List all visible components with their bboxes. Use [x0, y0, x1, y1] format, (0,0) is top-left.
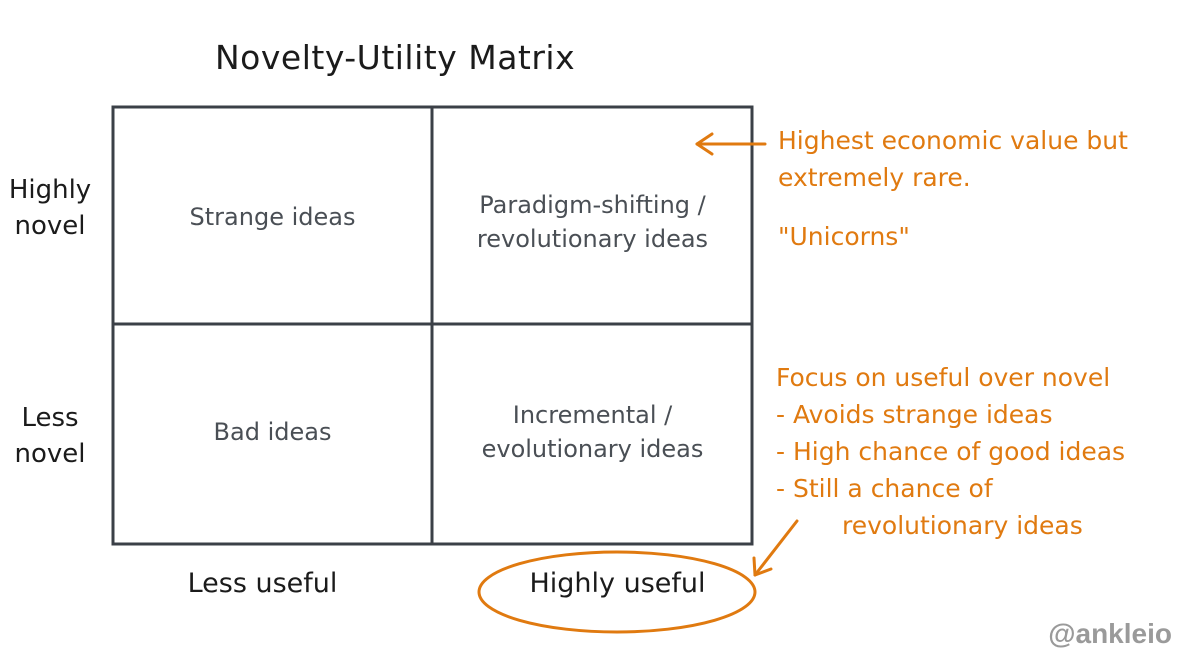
quadrant-evolutionary-ideas-line1: Incremental / — [512, 401, 673, 429]
row-label-less-novel: Less novel — [0, 400, 100, 472]
quadrant-bad-ideas: Bad ideas — [120, 415, 425, 449]
arrow-to-top-right-icon — [695, 132, 767, 156]
quadrant-evolutionary-ideas: Incremental / evolutionary ideas — [440, 398, 745, 466]
row-label-less-novel-line1: Less — [21, 403, 79, 433]
column-label-less-useful: Less useful — [187, 568, 338, 599]
annotation-top-line2: extremely rare. — [778, 163, 971, 192]
quadrant-revolutionary-ideas-line2: revolutionary ideas — [476, 225, 709, 253]
annotation-top: Highest economic value but extremely rar… — [778, 122, 1128, 255]
quadrant-strange-ideas: Strange ideas — [120, 200, 425, 234]
arrow-to-highly-useful-icon — [752, 519, 799, 577]
row-label-highly-novel: Highly novel — [0, 172, 100, 244]
annotation-bottom-line1: Focus on useful over novel — [776, 363, 1111, 392]
quadrant-bad-ideas-line1: Bad ideas — [213, 418, 332, 446]
quadrant-revolutionary-ideas-line1: Paradigm-shifting / — [479, 191, 706, 219]
column-label-highly-useful: Highly useful — [529, 568, 706, 599]
quadrant-strange-ideas-line1: Strange ideas — [189, 203, 356, 231]
annotation-bottom-line2: - Avoids strange ideas — [776, 400, 1053, 429]
annotation-bottom-line5: revolutionary ideas — [842, 511, 1083, 540]
quadrant-evolutionary-ideas-line2: evolutionary ideas — [481, 435, 704, 463]
row-label-highly-novel-line2: novel — [14, 211, 86, 241]
author-credit: @ankleio — [1048, 618, 1172, 649]
annotation-bottom: Focus on useful over novel - Avoids stra… — [776, 359, 1125, 544]
highlight-circle-icon — [477, 550, 757, 634]
row-label-highly-novel-line1: Highly — [8, 175, 92, 205]
annotation-unicorns: "Unicorns" — [778, 222, 910, 251]
diagram-title: Novelty-Utility Matrix — [215, 38, 576, 77]
annotation-bottom-line3: - High chance of good ideas — [776, 437, 1126, 466]
annotation-top-line1: Highest economic value but — [778, 126, 1128, 155]
annotation-bottom-line4: - Still a chance of — [776, 474, 993, 503]
row-label-less-novel-line2: novel — [14, 439, 86, 469]
quadrant-revolutionary-ideas: Paradigm-shifting / revolutionary ideas — [440, 188, 745, 256]
